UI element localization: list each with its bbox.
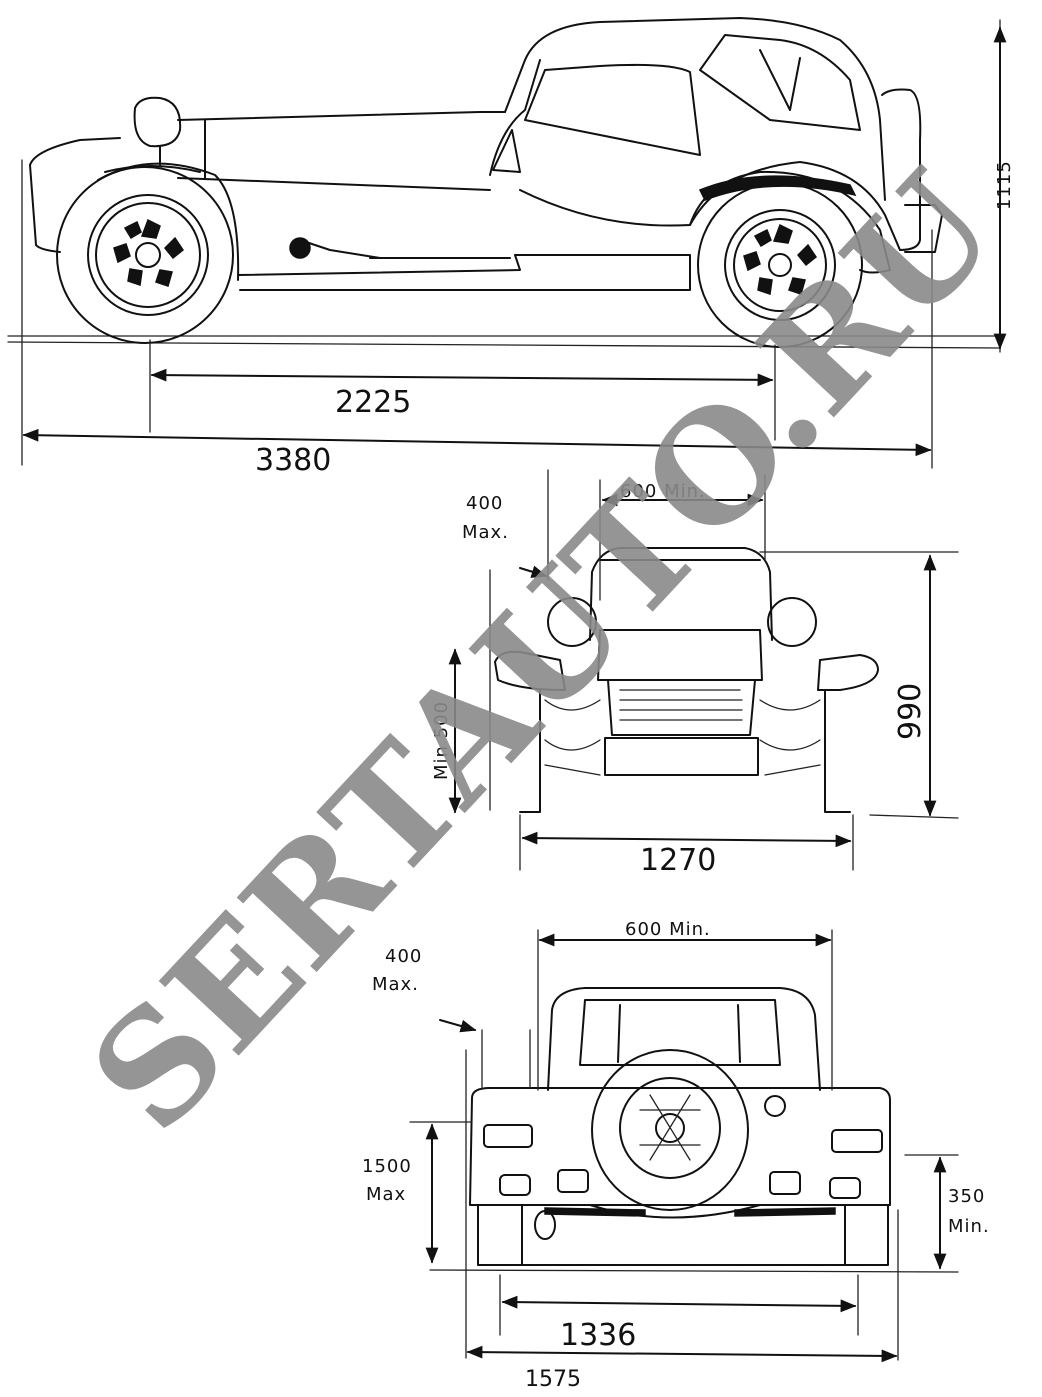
front-600-label: 600 Min. xyxy=(620,481,706,502)
rear-1500-label: 1500 xyxy=(362,1156,412,1177)
rear-track-line xyxy=(501,1295,857,1313)
front-400-label: 400 xyxy=(466,493,503,514)
front-max-label: Max. xyxy=(462,522,509,543)
front-400-line xyxy=(519,565,548,578)
rear-view: 600 Min. 400 Max. 1500 Max 350 Min. 1336… xyxy=(362,919,990,1392)
rear-track-label: 1336 xyxy=(560,1318,636,1353)
rear-400-label: 400 xyxy=(385,946,422,967)
overall-length-dimension-line xyxy=(22,428,932,457)
front-wheel-holes xyxy=(113,218,185,287)
rear-400-line xyxy=(439,1019,477,1033)
front-width-label: 1270 xyxy=(640,843,716,878)
side-view: 2225 3380 1115 xyxy=(7,17,1015,478)
front-height-label: 990 xyxy=(893,683,928,740)
rear-width-label: 1575 xyxy=(525,1367,581,1392)
wheelbase-dimension-line xyxy=(150,368,774,387)
rear-wheel-holes xyxy=(743,223,818,295)
rear-350-label: 350 xyxy=(948,1186,985,1207)
watermark: SERTAUTO.RU xyxy=(58,140,1030,1164)
front-width-line xyxy=(521,831,852,848)
overall-length-label: 3380 xyxy=(255,443,331,478)
front-ground-label: Min 500 xyxy=(431,701,452,780)
rear-max-label: Max. xyxy=(372,974,419,995)
front-view: 400 Max. 600 Min. Min 500 990 1270 xyxy=(431,469,959,878)
rear-width-line xyxy=(466,1345,898,1363)
rear-600-label: 600 Min. xyxy=(625,919,711,940)
rear-1500-max-label: Max xyxy=(366,1184,406,1205)
rear-350-min-label: Min. xyxy=(948,1216,990,1237)
height-label: 1115 xyxy=(994,160,1015,210)
wheelbase-label: 2225 xyxy=(335,385,411,420)
